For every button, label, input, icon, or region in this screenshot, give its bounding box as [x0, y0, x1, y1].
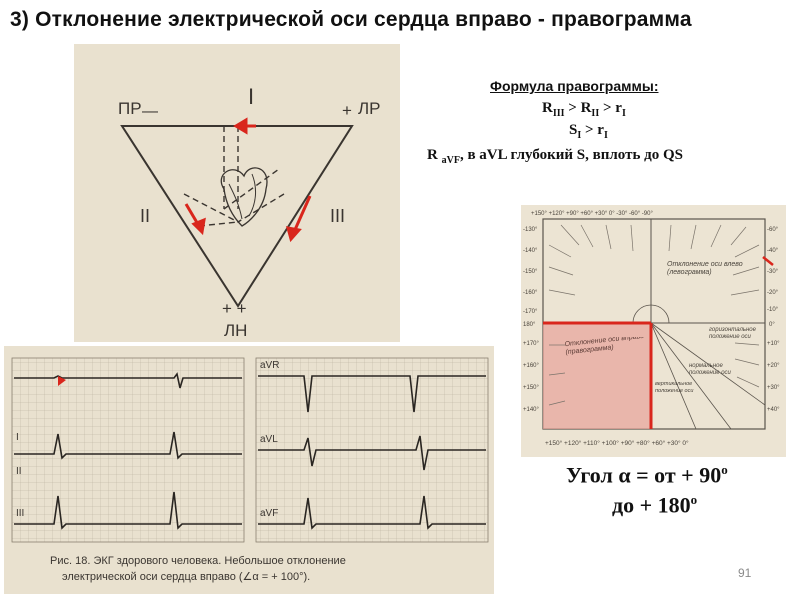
ecg-label-aVL: aVL — [260, 434, 278, 445]
axis-bottom-scale: +150° +120° +110° +100° +90° +80° +60° +… — [545, 439, 689, 447]
left-scale-3: -160° — [523, 290, 538, 296]
ecg-caption-line-2: электрической оси сердца вправо (∠α = + … — [62, 571, 310, 583]
ecg-label-III: III — [16, 508, 24, 519]
right-scale-3: -20° — [767, 290, 779, 296]
right-scale-6: +10° — [767, 341, 780, 347]
ecg-caption-line-1: Рис. 18. ЭКГ здорового человека. Небольш… — [50, 555, 346, 567]
triangle-outline — [122, 126, 352, 306]
left-scale-1: -140° — [523, 248, 538, 254]
left-scale-6: +170° — [523, 341, 540, 347]
left-scale-0: -130° — [523, 227, 538, 233]
lead-III-label: III — [330, 206, 345, 226]
left-scale-4: -170° — [523, 309, 538, 315]
ecg-label-aVF: aVF — [260, 508, 278, 519]
left-scale-8: +150° — [523, 385, 540, 391]
right-scale-2: -30° — [767, 269, 779, 275]
vertex-left-leg-label: ЛН — [224, 321, 247, 340]
lead-II-label: II — [140, 206, 150, 226]
vertex-right-plus: + — [342, 101, 352, 120]
left-scale-7: +160° — [523, 363, 540, 369]
right-scale-8: +30° — [767, 385, 780, 391]
zone-normal-label: нормальное положение оси — [689, 363, 745, 377]
angle-range-line-2: до + 180о — [612, 492, 697, 518]
left-scale-9: +140° — [523, 407, 540, 413]
vertex-left-arm-label: ЛР — [358, 99, 381, 118]
einthoven-triangle-diagram: I II III ПР — + ЛР + + ЛН — [74, 44, 400, 342]
right-scale-1: -40° — [767, 248, 779, 254]
right-scale-0: -60° — [767, 227, 779, 233]
formula-heading: Формула правограммы: — [490, 78, 658, 94]
axis-deviation-chart: +150° +120° +90° +60° +30° 0° -30° -60° … — [521, 205, 786, 457]
axis-top-scale: +150° +120° +90° +60° +30° 0° -30° -60° … — [531, 211, 653, 217]
einthoven-triangle-figure: I II III ПР — + ЛР + + ЛН — [74, 44, 400, 342]
ecg-left-panel — [12, 358, 244, 542]
ecg-figure: I II III aVR aVL aVF Рис. 18. ЭКГ здоров… — [4, 346, 494, 594]
lead-I-label: I — [248, 84, 254, 109]
axis-chart-diagram: +150° +120° +90° +60° +30° 0° -30° -60° … — [521, 205, 786, 457]
left-scale-5: 180° — [523, 322, 536, 328]
right-scale-5: 0° — [769, 322, 775, 328]
zone-right-deviation-label: Отклонение оси вправо (правограмма) — [565, 337, 645, 358]
right-scale-9: +40° — [767, 407, 780, 413]
right-scale-7: +20° — [767, 363, 780, 369]
ecg-label-I: I — [16, 432, 19, 443]
zone-vertical-label: вертикальное положение оси — [655, 381, 695, 394]
formula-line-3: R aVF, в aVL глубокий S, вплоть до QS — [427, 147, 683, 166]
angle-range-line-1: Угол α = от + 90о — [566, 462, 728, 488]
slide-title: 3) Отклонение электрической оси сердца в… — [10, 8, 790, 32]
zone-left-deviation-label: Отклонение оси влево (левограмма) — [667, 261, 743, 278]
zone-horizontal-label: горизонтальное положение оси — [709, 327, 765, 341]
vertex-left-minus: — — [142, 103, 158, 120]
formula-line-2: SI > rI — [569, 122, 608, 141]
page-number: 91 — [738, 566, 751, 580]
vertex-bottom-plus: + + — [222, 299, 247, 318]
ecg-label-II: II — [16, 466, 22, 477]
ecg-label-aVR: aVR — [260, 360, 279, 371]
ecg-traces: I II III aVR aVL aVF Рис. 18. ЭКГ здоров… — [4, 346, 494, 594]
formula-line-1: RIII > RII > rI — [542, 100, 626, 119]
vertex-right-arm-label: ПР — [118, 99, 142, 118]
left-scale-2: -150° — [523, 269, 538, 275]
right-scale-4: -10° — [767, 307, 779, 313]
